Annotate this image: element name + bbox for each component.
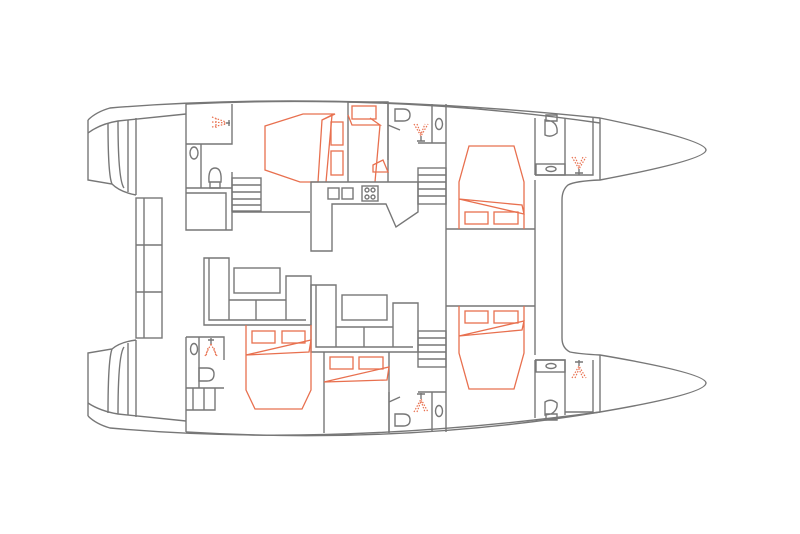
stern-transom-port [87, 118, 137, 196]
fwd-head-starboard [388, 391, 446, 432]
toilet-icon [394, 108, 411, 122]
locker [330, 150, 344, 176]
pillow [281, 330, 306, 344]
sink-basin [341, 187, 354, 200]
bow-counter-starboard [535, 359, 566, 373]
shower-icon [413, 123, 429, 138]
sink-icon [545, 165, 557, 173]
desk [347, 114, 389, 183]
toilet-icon [394, 413, 411, 427]
port-aft-stairs [231, 177, 262, 212]
bedside-shelf [351, 105, 377, 120]
port-fwd-berth [264, 113, 336, 183]
shower-head [575, 360, 583, 366]
pillow [464, 310, 489, 324]
shower-icon [211, 116, 227, 128]
shower-drain [417, 136, 425, 142]
sink-icon [545, 362, 557, 370]
galley-counter [310, 181, 419, 252]
starboard-aft-berth [245, 325, 312, 410]
locker [330, 121, 344, 146]
fwd-head-port [387, 104, 446, 160]
toilet-icon [198, 367, 215, 382]
hull-inner-line-top [87, 100, 601, 134]
shower-icon [571, 364, 587, 379]
starboard-mid-berth [323, 366, 390, 383]
fwd-stairs-starboard [417, 330, 447, 368]
shower-head [417, 393, 425, 399]
toilet-icon [208, 167, 222, 189]
shower-icon [571, 156, 587, 171]
hull-inner-line-bottom [87, 402, 601, 437]
port-aft-head [185, 104, 310, 231]
sink-basin [327, 187, 340, 200]
nav-station [310, 284, 419, 353]
shower-icon [204, 343, 218, 357]
aft-step-divisions [136, 198, 162, 338]
hull-outline [87, 100, 707, 436]
cabin-divider [323, 352, 390, 433]
toilet-icon [544, 114, 558, 137]
shower-icon [413, 397, 429, 413]
shower-drain [575, 169, 583, 175]
sink-icon [434, 404, 444, 418]
shower-head [208, 338, 214, 344]
pillow [493, 211, 519, 225]
saloon-settee [203, 257, 312, 326]
starboard-aft-head [185, 336, 225, 432]
nav-table [341, 294, 388, 321]
pillow [464, 211, 489, 225]
toilet-icon [544, 399, 558, 421]
sink-icon [434, 117, 444, 131]
pillow [329, 356, 354, 370]
shower-head [226, 120, 230, 126]
bow-counter-port [535, 163, 566, 176]
cabin-divider [347, 101, 389, 182]
cooktop-icon [361, 185, 379, 202]
pillow [358, 356, 384, 370]
sink-icon [189, 342, 199, 356]
aft-step [135, 197, 163, 339]
fwd-stairs-port [417, 167, 447, 205]
burners [364, 187, 376, 200]
stair-treads [418, 174, 446, 197]
pillow [251, 330, 276, 344]
sink-icon [189, 146, 199, 160]
stair-treads [232, 184, 261, 206]
port-forward-berth [458, 145, 525, 229]
saloon-table [233, 267, 281, 294]
starboard-forward-berth [458, 306, 525, 390]
stern-transom-starboard [87, 339, 137, 417]
bridgedeck-walls [445, 104, 601, 432]
stair-treads [418, 337, 446, 360]
pillow [493, 310, 519, 324]
